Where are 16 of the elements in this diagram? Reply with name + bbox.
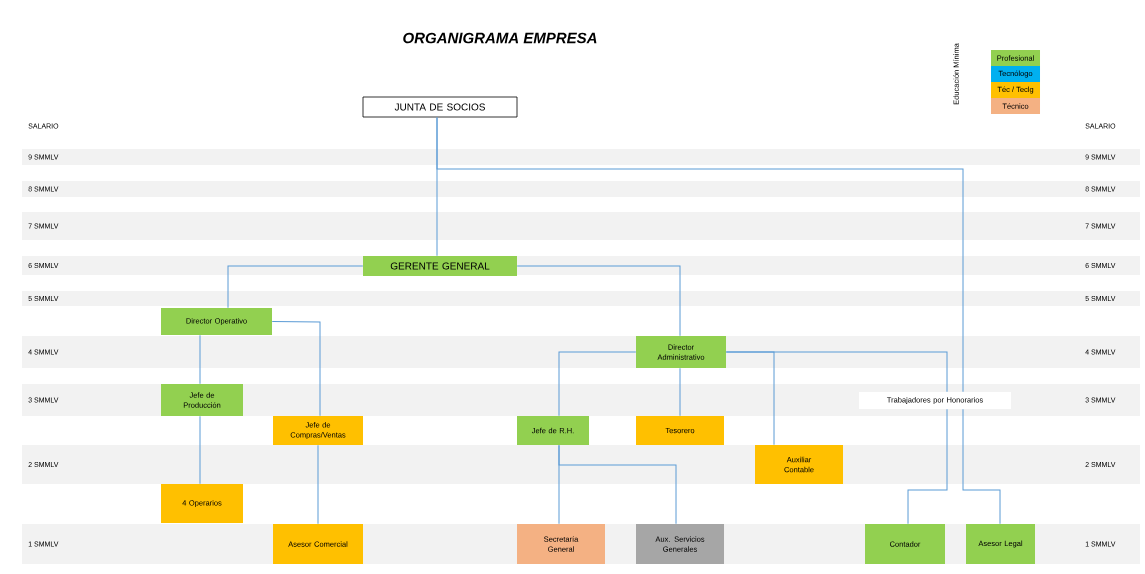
connector bbox=[679, 367, 681, 417]
connector bbox=[227, 265, 364, 309]
connector bbox=[271, 321, 321, 417]
position-box: GERENTE GENERAL bbox=[363, 256, 517, 276]
connector bbox=[516, 265, 681, 337]
connector bbox=[199, 334, 201, 385]
connector bbox=[558, 444, 677, 525]
connector bbox=[725, 351, 948, 393]
connector bbox=[436, 116, 964, 393]
connector bbox=[199, 415, 201, 485]
board-box: JUNTA DE SOCIOS bbox=[362, 96, 518, 118]
connector bbox=[558, 351, 637, 417]
connector bbox=[962, 408, 1001, 525]
connector bbox=[317, 444, 319, 525]
connector bbox=[907, 408, 948, 525]
title: ORGANIGRAMA EMPRESA bbox=[403, 32, 597, 44]
